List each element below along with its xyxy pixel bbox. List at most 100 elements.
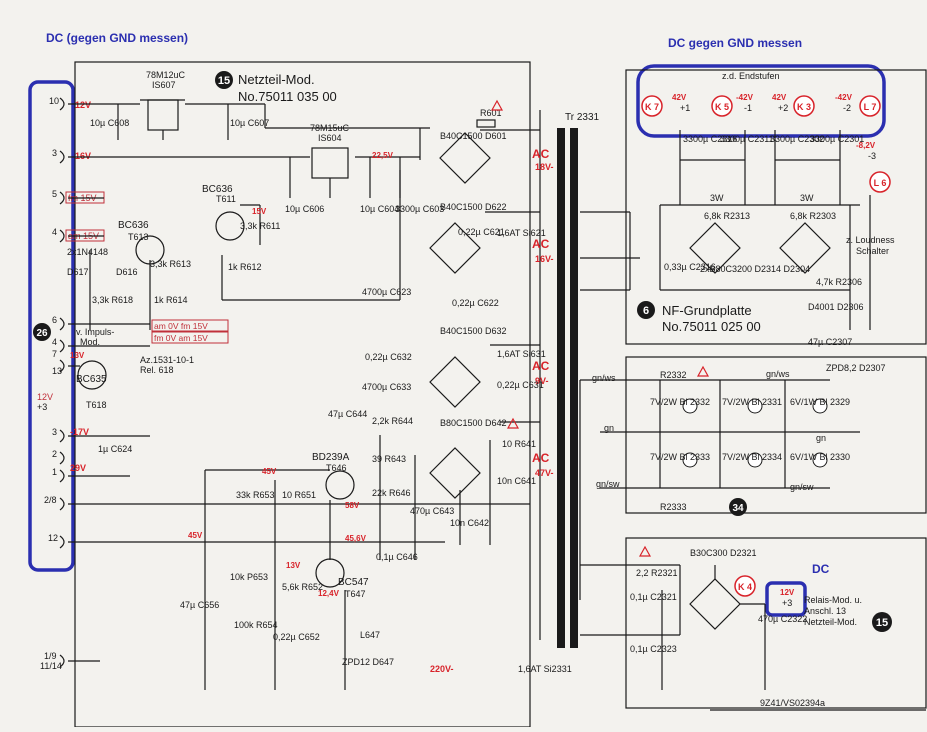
svg-text:4: 4 [52, 337, 57, 347]
svg-text:2/8: 2/8 [44, 495, 57, 505]
svg-text:gn: gn [604, 423, 614, 433]
svg-text:am 0V fm 15V: am 0V fm 15V [154, 321, 208, 331]
svg-text:Rel. 618: Rel. 618 [140, 365, 174, 375]
svg-text:470µ C643: 470µ C643 [410, 506, 454, 516]
svg-text:Netzteil-Mod.: Netzteil-Mod. [804, 617, 857, 627]
svg-text:16V: 16V [75, 151, 91, 161]
svg-text:13V: 13V [286, 561, 301, 570]
module-6-badge [637, 301, 655, 319]
svg-text:15: 15 [876, 617, 888, 629]
svg-text:12,4V: 12,4V [318, 589, 340, 598]
svg-text:R2333: R2333 [660, 502, 687, 512]
svg-text:1k R614: 1k R614 [154, 295, 188, 305]
svg-text:gn/ws: gn/ws [592, 373, 616, 383]
svg-text:2xB80C3200 D2314 D2304: 2xB80C3200 D2314 D2304 [700, 264, 810, 274]
svg-text:2,2k R644: 2,2k R644 [372, 416, 413, 426]
svg-text:0,1µ C2323: 0,1µ C2323 [630, 644, 677, 654]
svg-text:9Z41/VS02394a: 9Z41/VS02394a [760, 698, 825, 708]
svg-text:Az.1531-10-1: Az.1531-10-1 [140, 355, 194, 365]
svg-text:B30C300 D2321: B30C300 D2321 [690, 548, 757, 558]
svg-text:0,1µ C646: 0,1µ C646 [376, 552, 418, 562]
svg-text:1µ C624: 1µ C624 [98, 444, 132, 454]
svg-text:3,3k R613: 3,3k R613 [150, 259, 191, 269]
svg-text:34: 34 [732, 503, 744, 514]
svg-text:15V: 15V [252, 207, 267, 216]
svg-text:7V/2W Bl 2334: 7V/2W Bl 2334 [722, 452, 782, 462]
netzteil-number: No.75011 035 00 [238, 89, 337, 104]
svg-text:L 7: L 7 [864, 102, 877, 112]
svg-text:3W: 3W [710, 193, 724, 203]
module-34-badge [729, 498, 747, 516]
svg-text:470µ C2322: 470µ C2322 [758, 614, 807, 624]
relais-voltage-12v: 12V [780, 588, 795, 597]
svg-text:-42V: -42V [835, 93, 853, 102]
svg-text:0,22µ C621: 0,22µ C621 [458, 227, 505, 237]
transistors [77, 211, 355, 588]
svg-text:39 R643: 39 R643 [372, 454, 406, 464]
svg-text:42V: 42V [772, 93, 787, 102]
svg-text:-3: -3 [868, 151, 876, 161]
svg-text:6V/1W Bl 2330: 6V/1W Bl 2330 [790, 452, 850, 462]
svg-text:0,22µ C632: 0,22µ C632 [365, 352, 412, 362]
svg-text:Relais-Mod. u.: Relais-Mod. u. [804, 595, 862, 605]
rectifier-bridges [429, 132, 831, 630]
ac-label-1: AC [532, 147, 550, 161]
svg-text:10µ C607: 10µ C607 [230, 118, 269, 128]
svg-text:B40C1500 D632: B40C1500 D632 [440, 326, 507, 336]
svg-text:K 4: K 4 [738, 582, 752, 592]
svg-text:45V: 45V [188, 531, 203, 540]
svg-text:10n C642: 10n C642 [450, 518, 489, 528]
svg-text:K 7: K 7 [645, 102, 659, 112]
component-labels: 78M12uC IS607 78M15uC IS604 BC636 T611 B… [67, 70, 895, 708]
svg-text:+3: +3 [782, 598, 792, 608]
svg-text:11/14: 11/14 [40, 661, 62, 671]
svg-text:T618: T618 [86, 400, 107, 410]
svg-text:B80C1500 D642: B80C1500 D642 [440, 418, 507, 428]
svg-text:47µ C644: 47µ C644 [328, 409, 367, 419]
svg-text:10k P653: 10k P653 [230, 572, 268, 582]
svg-text:13V: 13V [70, 351, 85, 360]
netzteil-title: Netzteil-Mod. [238, 72, 315, 87]
svg-text:1: 1 [52, 467, 57, 477]
svg-text:6V/1W Bl 2329: 6V/1W Bl 2329 [790, 397, 850, 407]
svg-text:7V/2W Bl 2333: 7V/2W Bl 2333 [650, 452, 710, 462]
svg-text:2: 2 [52, 449, 57, 459]
svg-text:z.d. Endstufen: z.d. Endstufen [722, 71, 780, 81]
svg-text:gn: gn [816, 433, 826, 443]
svg-text:-17V: -17V [70, 427, 89, 437]
svg-text:15: 15 [218, 75, 230, 87]
svg-text:3300µ C2316: 3300µ C2316 [683, 134, 737, 144]
svg-text:+3: +3 [37, 402, 47, 412]
relais-wiring [580, 564, 766, 690]
svg-text:gn/ws: gn/ws [766, 369, 790, 379]
svg-text:33k R653: 33k R653 [236, 490, 275, 500]
transformer-tr2331: Tr 2331 [557, 112, 600, 648]
svg-text:1,6AT Si621: 1,6AT Si621 [497, 228, 546, 238]
svg-text:T611: T611 [216, 194, 236, 204]
dc-left-annotation: DC (gegen GND messen) [46, 31, 188, 45]
svg-text:K 3: K 3 [797, 102, 811, 112]
endstufen-terminals: z.d. Endstufen K 7 K 5 K 3 L 7 L 6 K 4 4… [641, 71, 891, 597]
svg-text:22k R646: 22k R646 [372, 488, 411, 498]
svg-text:9V-: 9V- [535, 376, 549, 386]
svg-text:T613: T613 [128, 232, 149, 242]
svg-text:3W: 3W [800, 193, 814, 203]
svg-text:47µ C656: 47µ C656 [180, 600, 219, 610]
svg-text:1/9: 1/9 [44, 651, 57, 661]
ac-label-2: AC [532, 237, 550, 251]
svg-text:13: 13 [52, 366, 62, 376]
svg-text:47µ C2307: 47µ C2307 [808, 337, 852, 347]
svg-text:45,6V: 45,6V [345, 534, 367, 543]
svg-text:2x1N4148: 2x1N4148 [67, 247, 108, 257]
svg-text:Schalter: Schalter [856, 246, 889, 256]
svg-text:+2: +2 [778, 103, 788, 113]
svg-text:v. Impuls-: v. Impuls- [76, 327, 114, 337]
nf-wiring [580, 130, 871, 330]
nf-number: No.75011 025 00 [662, 319, 761, 334]
svg-text:7: 7 [52, 349, 57, 359]
netzteil-wiring [68, 99, 541, 690]
relais-voltage-highlight [765, 581, 807, 617]
svg-text:L647: L647 [360, 630, 380, 640]
